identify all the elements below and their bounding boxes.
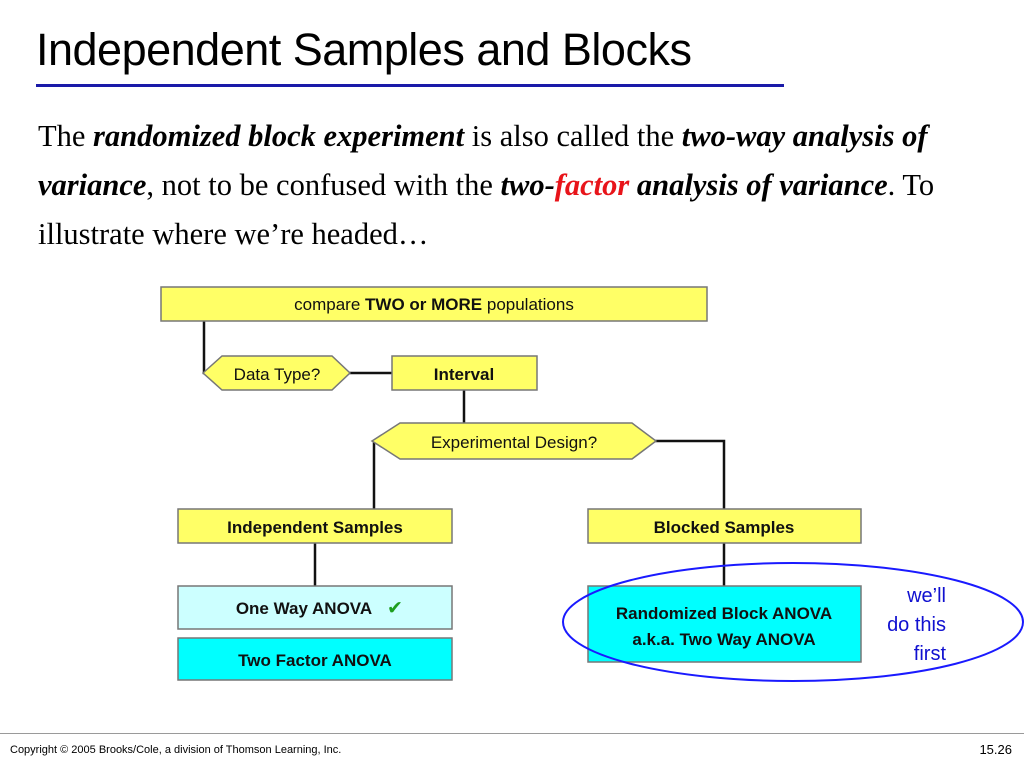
body-text-4: . To illustrate where we’re headed…: [38, 168, 935, 251]
slide-number: 15.26: [979, 742, 1012, 757]
body-text-2: is also called the: [464, 119, 682, 153]
check-icon: ✔: [387, 597, 403, 619]
experimental-design-label: Experimental Design?: [431, 433, 597, 452]
data-type-label: Data Type?: [234, 365, 321, 384]
term-randomized-block-experiment: randomized block experiment: [93, 119, 465, 153]
blocked-samples-box: Blocked Samples: [587, 508, 862, 544]
body-paragraph: The randomized block experiment is also …: [38, 112, 1018, 259]
compare-bold: TWO or MORE: [365, 295, 482, 314]
term-two-prefix: two-: [500, 168, 555, 202]
compare-suffix: populations: [482, 295, 574, 314]
slide-title: Independent Samples and Blocks: [36, 24, 692, 75]
compare-prefix: compare: [294, 295, 365, 314]
two-factor-anova-label: Two Factor ANOVA: [238, 651, 392, 670]
two-factor-anova-box: Two Factor ANOVA: [177, 637, 453, 681]
compare-populations-box: compare TWO or MORE populations: [160, 286, 708, 322]
one-way-anova-label: One Way ANOVA: [236, 599, 372, 618]
interval-box: Interval: [391, 355, 538, 391]
footer-divider: [0, 733, 1024, 734]
note-line-1: we’ll: [907, 585, 946, 607]
randomized-block-anova-box: Randomized Block ANOVA a.k.a. Two Way AN…: [587, 585, 862, 663]
independent-samples-box: Independent Samples: [177, 508, 453, 544]
interval-label: Interval: [434, 365, 494, 384]
body-text-1: The: [38, 119, 94, 153]
annotation-note: we’ll do this first: [858, 582, 946, 669]
randomized-block-label-line1: Randomized Block ANOVA: [616, 604, 832, 623]
note-line-2: do this: [887, 614, 946, 636]
randomized-block-label-line2: a.k.a. Two Way ANOVA: [632, 630, 815, 649]
highlight-ellipse: [562, 562, 1024, 682]
experimental-design-decision: Experimental Design?: [370, 422, 658, 460]
term-factor-anova: analysis of variance: [629, 168, 888, 202]
term-factor: factor: [554, 168, 630, 202]
svg-text:compare TWO or MORE population: compare TWO or MORE populations: [294, 295, 574, 314]
one-way-anova-box: One Way ANOVA ✔: [177, 585, 453, 630]
data-type-decision: Data Type?: [201, 355, 352, 391]
copyright-text: Copyright © 2005 Brooks/Cole, a division…: [10, 744, 342, 756]
note-line-3: first: [913, 643, 946, 665]
connector-design-to-blocked: [652, 439, 726, 509]
blocked-samples-label: Blocked Samples: [654, 518, 795, 537]
body-text-3: , not to be confused with the: [146, 168, 501, 202]
independent-samples-label: Independent Samples: [227, 518, 403, 537]
term-two-way-anova: two-way analysis of variance: [38, 119, 928, 202]
title-underline: [36, 84, 784, 87]
